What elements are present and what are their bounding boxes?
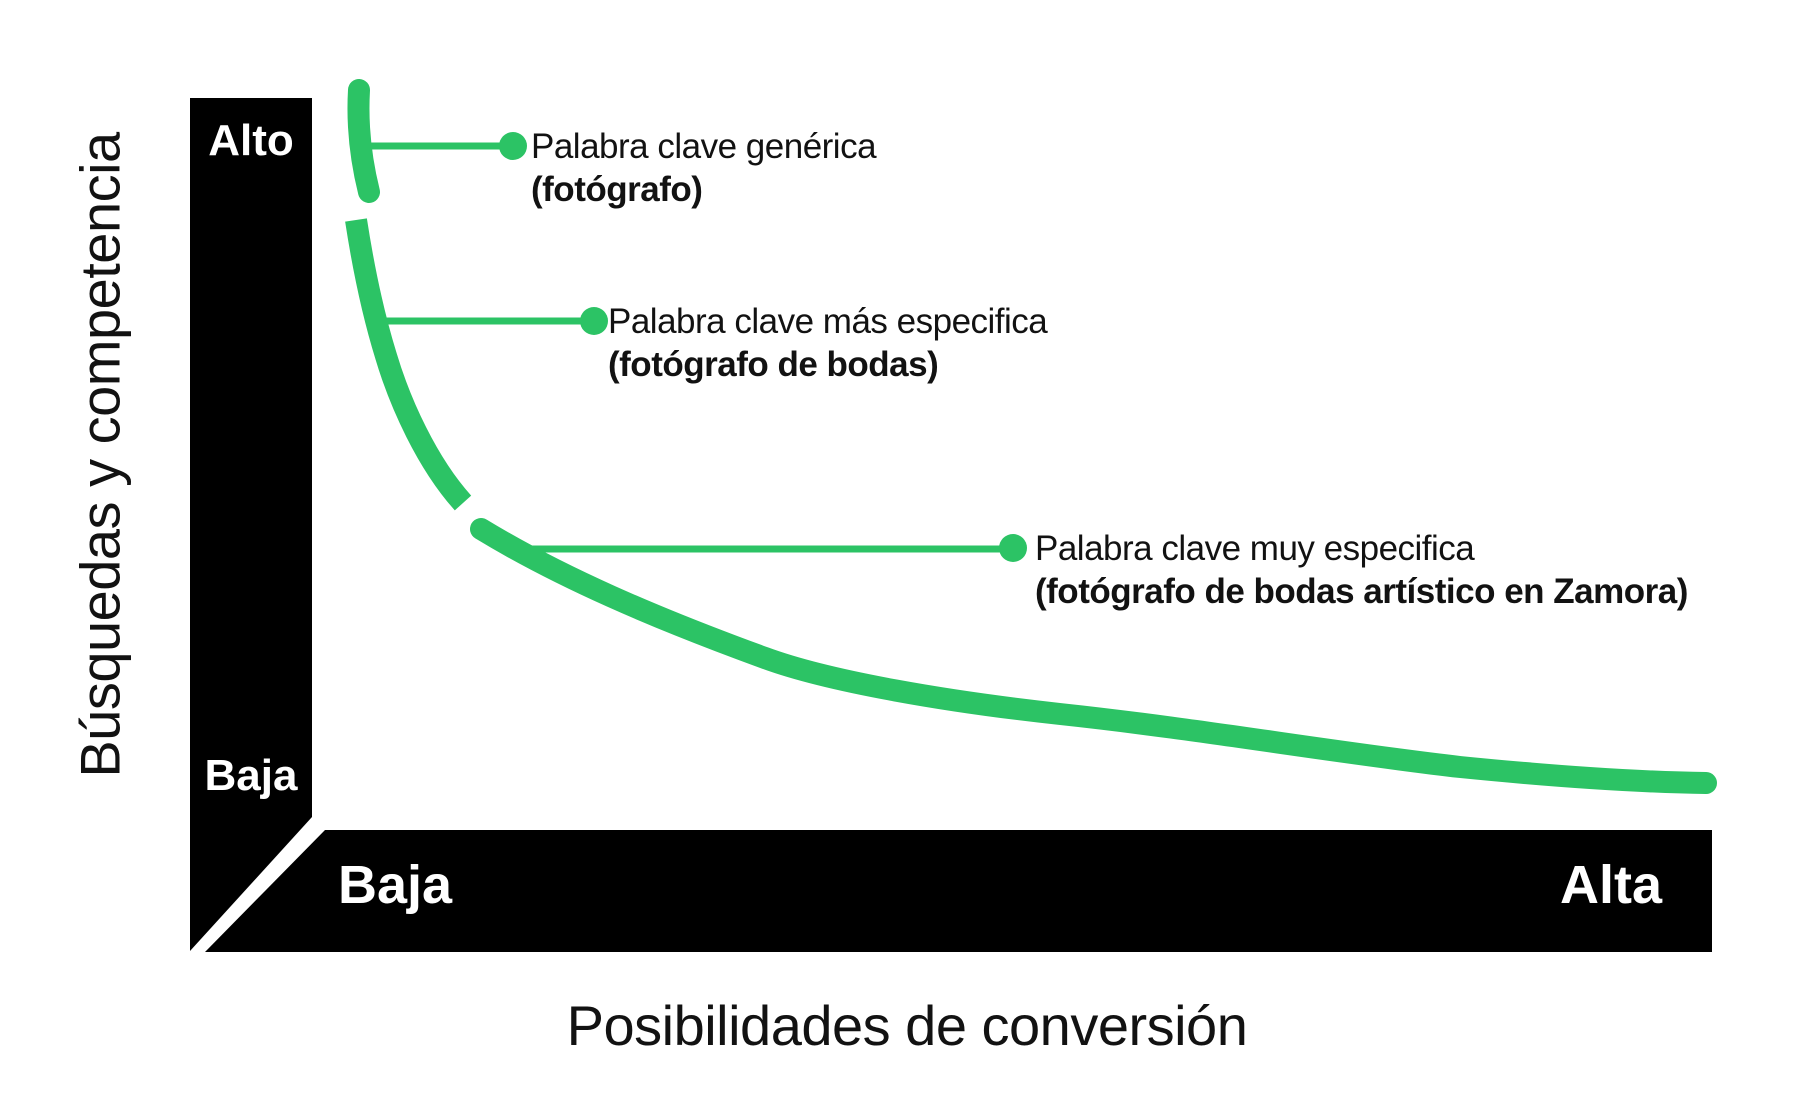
x-axis-title: Posibilidades de conversión: [566, 994, 1248, 1057]
annotation-3-dot-icon: [999, 534, 1027, 562]
annotation-label: Palabra clave muy especifica: [1035, 529, 1475, 568]
annotation-keyword: (fotógrafo de bodas artístico en Zamora): [1035, 572, 1688, 611]
y-axis-top-label: Alto: [208, 116, 294, 165]
y-axis-title: Búsquedas y competencia: [68, 132, 132, 778]
y-axis-bottom-label: Baja: [204, 751, 298, 800]
annotation-1-dot-icon: [499, 132, 527, 160]
annotation-very-specific-keyword: Palabra clave muy especifica (fotógrafo …: [1035, 527, 1688, 613]
annotation-label: Palabra clave genérica: [531, 127, 877, 166]
curve-dash-1: [347, 79, 380, 203]
x-axis-right-label: Alta: [1559, 855, 1662, 915]
annotation-more-specific-keyword: Palabra clave más especifica (fotógrafo …: [608, 300, 1048, 386]
annotation-label: Palabra clave más especifica: [608, 302, 1048, 341]
x-axis-bar: [205, 830, 1712, 952]
y-axis-bar: [190, 98, 312, 951]
annotation-keyword: (fotógrafo de bodas): [608, 345, 939, 384]
x-axis-left-label: Baja: [338, 855, 453, 915]
annotation-generic-keyword: Palabra clave genérica (fotógrafo): [531, 125, 877, 211]
annotation-keyword: (fotógrafo): [531, 170, 703, 209]
curve-dash-2: [345, 218, 472, 511]
curve-tail: [470, 518, 1717, 794]
annotation-2-dot-icon: [580, 307, 608, 335]
